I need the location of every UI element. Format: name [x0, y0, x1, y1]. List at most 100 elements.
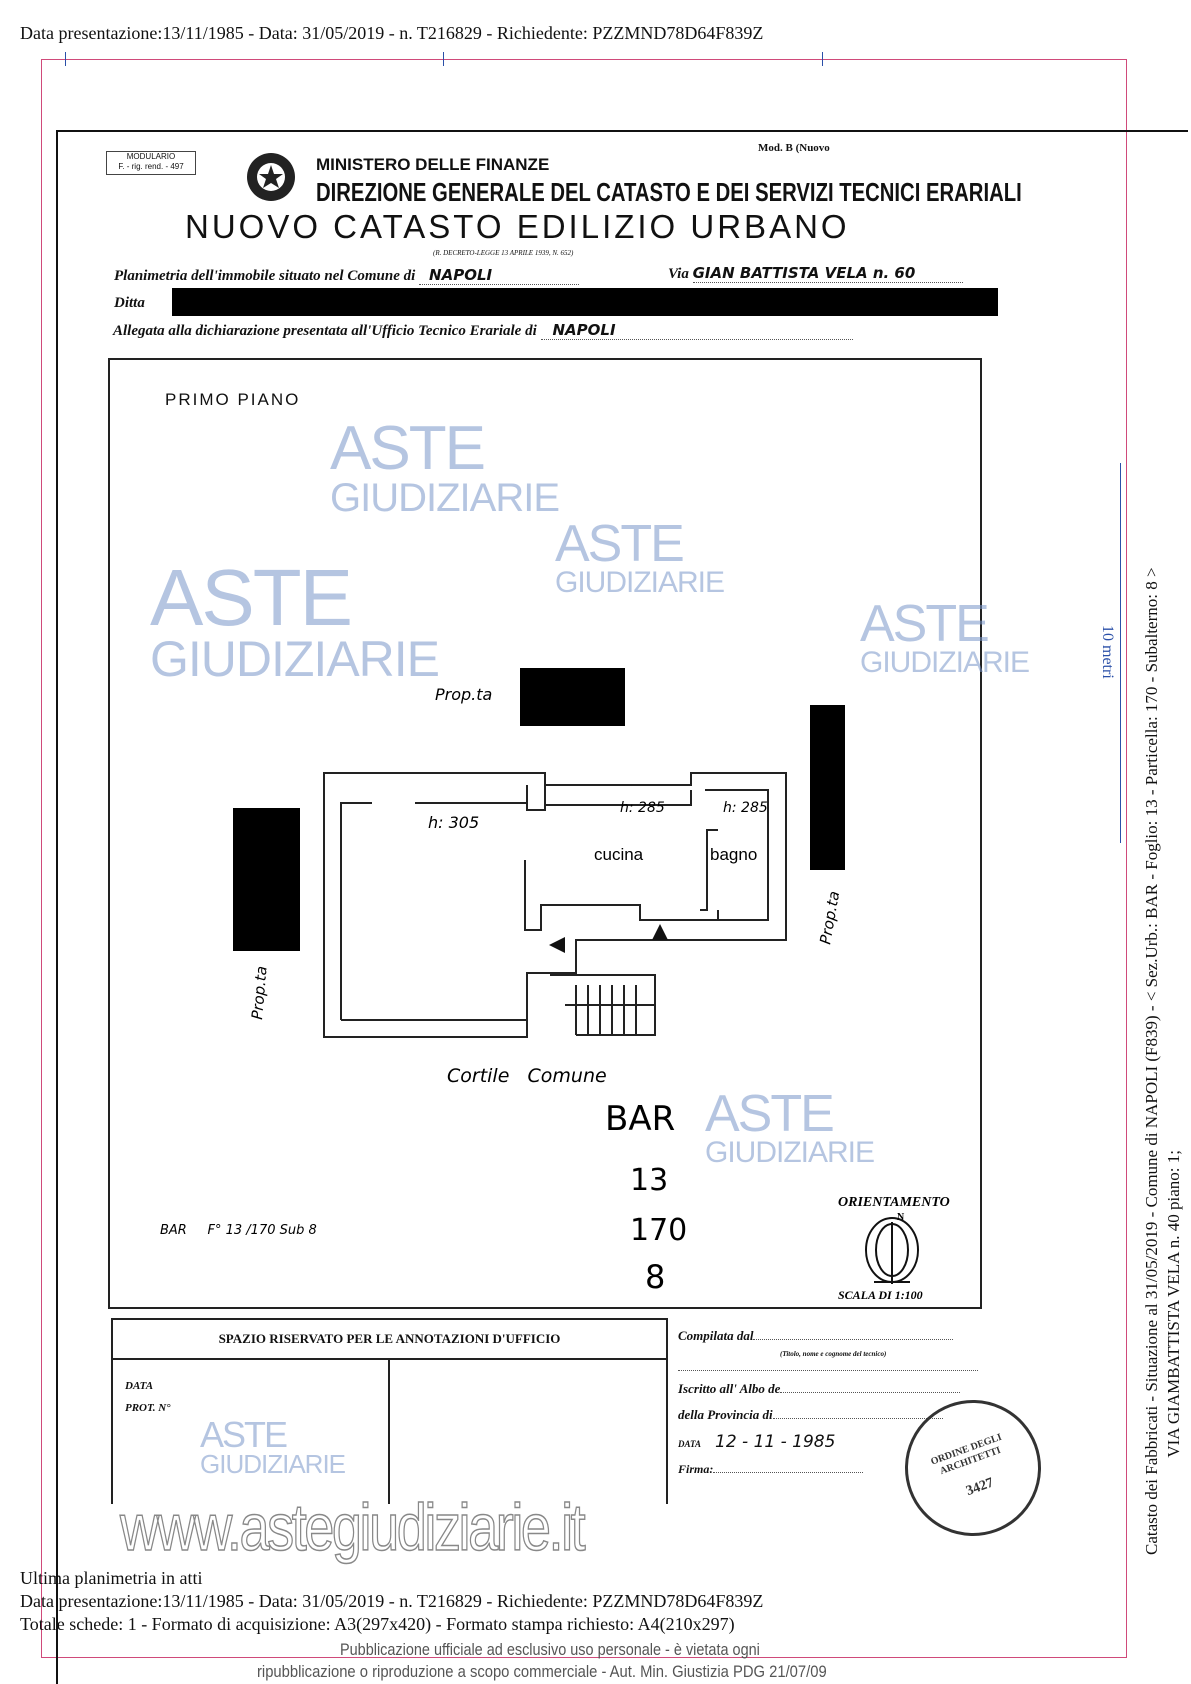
- watermark-brand-b: GIUDIZIARIE: [200, 1449, 346, 1480]
- modulario-ref: F. - rig. rend. - 497: [118, 162, 184, 171]
- state-emblem-icon: [244, 148, 298, 206]
- date-label: DATA: [678, 1439, 702, 1449]
- north-compass-icon: [865, 1217, 919, 1284]
- provincia-label: della Provincia di: [678, 1407, 773, 1422]
- annotations-title: SPAZIO RISERVATO PER LE ANNOTAZIONI D'UF…: [113, 1320, 666, 1360]
- subalterno-number: 8: [645, 1258, 665, 1296]
- page-frame: [41, 59, 1127, 1658]
- plan-frame: [108, 358, 982, 1309]
- redacted-neighbor: [810, 705, 845, 870]
- date-value: 12 - 11 - 1985: [715, 1432, 836, 1452]
- firma-row: Firma:: [678, 1462, 864, 1477]
- prop-top-label: Prop.ta: [435, 685, 492, 704]
- watermark-brand-a: ASTE: [860, 595, 990, 653]
- prot-label: PROT. N°: [125, 1402, 171, 1414]
- footer-line-2: Totale schede: 1 - Formato di acquisizio…: [20, 1614, 735, 1634]
- watermark-brand-b: GIUDIZIARIE: [330, 475, 560, 520]
- stairs: [550, 974, 656, 1036]
- particella-number: 170: [630, 1213, 687, 1248]
- compilata-hint: (Titolo, nome e cognome del tecnico): [780, 1350, 887, 1358]
- iscritto-row: Iscritto all' Albo de: [678, 1381, 961, 1397]
- ufficio-value: NAPOLI: [540, 321, 853, 340]
- scale-label: 10 metri: [1099, 625, 1116, 679]
- inner-wall: [340, 785, 546, 1020]
- height-label: h: 285: [620, 800, 665, 816]
- via-row: Via GIAN BATTISTA VELA n. 60: [668, 264, 963, 283]
- document-top-edge: [56, 130, 1188, 132]
- watermark-brand-b: GIUDIZIARIE: [860, 646, 1030, 680]
- entry-arrow-icon: [549, 937, 565, 953]
- firma-label: Firma:: [678, 1462, 714, 1476]
- cadastral-ref: BAR F° 13 /170 Sub 8: [160, 1223, 317, 1238]
- watermark-brand-b: GIUDIZIARIE: [705, 1136, 875, 1170]
- date-row: DATA 12 - 11 - 1985: [678, 1432, 835, 1454]
- redacted-neighbor: [233, 808, 300, 951]
- room-label-bagno: bagno: [710, 845, 757, 864]
- watermark-brand-a: ASTE: [705, 1085, 835, 1143]
- watermark-brand-b: GIUDIZIARIE: [555, 566, 725, 600]
- footer-line-1: Data presentazione:13/11/1985 - Data: 31…: [20, 1591, 764, 1611]
- prop-right-label: Prop.ta: [816, 890, 843, 946]
- entry-arrow-icon: [652, 924, 668, 940]
- floor-label: PRIMO PIANO: [165, 390, 301, 409]
- prop-left-label: Prop.ta: [248, 965, 271, 1020]
- watermark-brand-b: GIUDIZIARIE: [150, 631, 440, 687]
- side-line-2: VIA GIAMBATTISTA VELA n. 40 piano: 1;: [1164, 1150, 1183, 1458]
- compilata-row: Compilata dal: [678, 1328, 954, 1344]
- modulario-label: MODULARIO: [126, 152, 176, 161]
- north-label: N: [897, 1212, 905, 1223]
- frame-tick: [822, 52, 823, 66]
- frame-tick: [65, 52, 66, 66]
- annotations-divider: [388, 1360, 390, 1504]
- orientation-label: ORIENTAMENTO: [838, 1195, 950, 1210]
- kitchen-wall: [545, 789, 769, 921]
- compilata-label: Compilata dal: [678, 1328, 754, 1343]
- blank-line: [678, 1370, 978, 1371]
- form-title: NUOVO CATASTO EDILIZIO URBANO: [185, 208, 850, 245]
- partition-wall: [524, 860, 718, 931]
- via-value: GIAN BATTISTA VELA n. 60: [692, 264, 963, 283]
- allegata-label: Allegata alla dichiarazione presentata a…: [113, 323, 537, 339]
- foglio-number: 13: [630, 1163, 668, 1198]
- annotations-box: SPAZIO RISERVATO PER LE ANNOTAZIONI D'UF…: [111, 1318, 668, 1504]
- scale-note: SCALA DI 1:100: [838, 1288, 923, 1302]
- redacted-owner: [172, 288, 998, 316]
- comune-value: NAPOLI: [419, 266, 580, 285]
- footer-ultima: Ultima planimetria in atti: [20, 1568, 203, 1588]
- publication-notice-2: ripubblicazione o riproduzione a scopo c…: [257, 1662, 827, 1681]
- redacted-neighbor: [520, 668, 625, 726]
- planimetria-row: Planimetria dell'immobile situato nel Co…: [114, 266, 580, 285]
- height-label: h: 305: [428, 813, 479, 832]
- document-left-edge: [56, 130, 58, 1684]
- modulario-box: MODULARIO F. - rig. rend. - 497: [106, 151, 196, 175]
- room-label-cucina: cucina: [594, 845, 644, 864]
- side-line-1: Catasto dei Fabbricati - Situazione al 3…: [1142, 567, 1161, 1555]
- provincia-row: della Provincia di: [678, 1407, 943, 1423]
- scale-bar: [1120, 463, 1121, 843]
- courtyard-label: Cortile Comune: [447, 1065, 607, 1087]
- height-label: h: 285: [723, 800, 768, 816]
- header-line: Data presentazione:13/11/1985 - Data: 31…: [20, 23, 764, 43]
- watermark-url: www.astegiudiziarie.it: [119, 1489, 586, 1565]
- watermark-brand-a: ASTE: [555, 515, 685, 573]
- publication-notice-1: Pubblicazione ufficiale ad esclusivo uso…: [340, 1640, 760, 1659]
- data-label: DATA: [125, 1380, 154, 1392]
- section-label: BAR: [605, 1099, 675, 1139]
- mod-b-label: Mod. B (Nuovo: [758, 142, 830, 154]
- ditta-label: Ditta: [114, 295, 145, 311]
- watermark-brand-a: ASTE: [200, 1414, 288, 1455]
- iscritto-label: Iscritto all' Albo de: [678, 1381, 781, 1396]
- decree-ref: (R. DECRETO-LEGGE 13 APRILE 1939, N. 652…: [433, 249, 574, 257]
- direction-title: DIREZIONE GENERALE DEL CATASTO E DEI SER…: [316, 177, 1022, 207]
- watermark-brand-a: ASTE: [330, 414, 486, 483]
- planimetria-label: Planimetria dell'immobile situato nel Co…: [114, 268, 416, 284]
- allegata-row: Allegata alla dichiarazione presentata a…: [113, 321, 853, 340]
- ministry-title: MINISTERO DELLE FINANZE: [316, 155, 550, 174]
